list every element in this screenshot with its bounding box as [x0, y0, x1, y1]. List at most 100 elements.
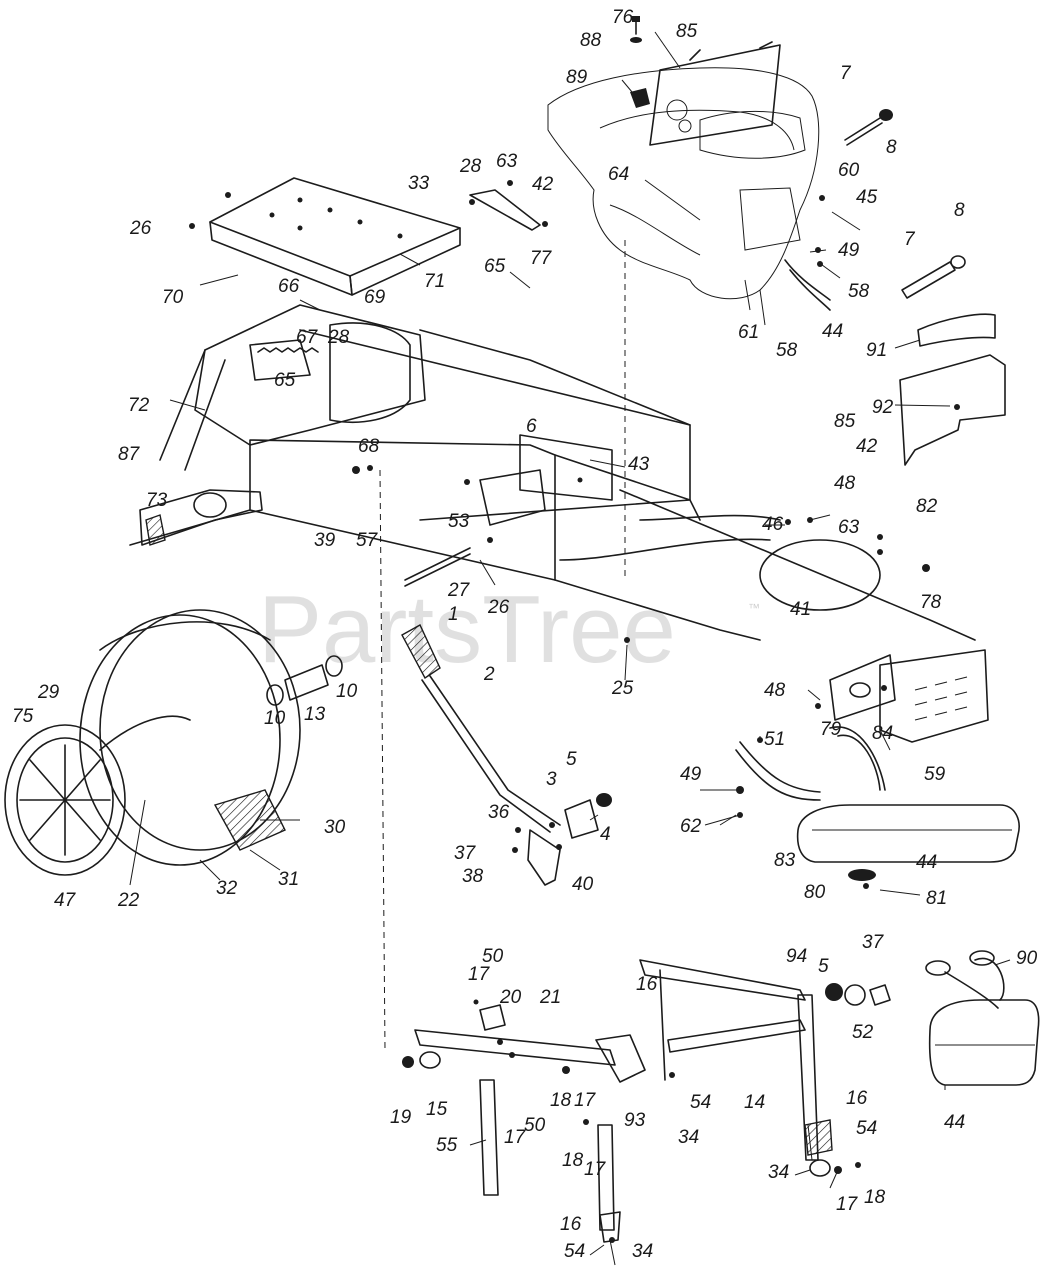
- muffler-44-lower: [928, 999, 1040, 1086]
- label-8: 8: [886, 137, 897, 158]
- label-16-b: 16: [846, 1088, 868, 1109]
- seat-pan-71: [209, 177, 461, 296]
- bushing-5: [596, 793, 612, 807]
- exhaust-pipe-84: [829, 726, 886, 791]
- label-7: 7: [840, 63, 852, 84]
- bracket-78: [829, 654, 896, 721]
- label-60: 60: [838, 160, 860, 181]
- lift-arm-55: [479, 1079, 499, 1196]
- label-14: 14: [744, 1092, 765, 1113]
- washer-88: [630, 37, 642, 43]
- label-42-b: 42: [856, 436, 878, 457]
- label-43: 43: [628, 454, 650, 475]
- label-81: 81: [926, 888, 947, 909]
- label-58-b: 58: [776, 340, 798, 361]
- label-40: 40: [572, 874, 594, 895]
- label-73: 73: [146, 490, 168, 511]
- label-26-b: 26: [487, 597, 510, 618]
- label-34-c: 34: [632, 1241, 653, 1262]
- label-50: 50: [482, 946, 504, 967]
- label-62: 62: [680, 816, 702, 837]
- rod-27: [404, 547, 471, 581]
- label-38: 38: [462, 866, 484, 887]
- label-48: 48: [834, 473, 856, 494]
- pivot-bracket-4: [564, 799, 599, 839]
- washer-10-b: [325, 655, 343, 677]
- bolt-37: [869, 984, 891, 1006]
- washer-10-a: [266, 684, 284, 706]
- label-21: 21: [539, 987, 561, 1008]
- label-18-c: 18: [864, 1187, 886, 1208]
- label-37-b: 37: [862, 932, 885, 953]
- bushing-13: [284, 664, 329, 701]
- label-67: 67: [296, 327, 319, 348]
- linkage-14: [639, 959, 833, 1177]
- plate-43: [519, 434, 613, 501]
- label-79: 79: [820, 719, 842, 740]
- label-49-b: 49: [680, 764, 702, 785]
- label-3: 3: [546, 769, 557, 790]
- label-16: 16: [636, 974, 658, 995]
- label-47: 47: [54, 890, 77, 911]
- spring-65: [257, 347, 319, 353]
- washer-52: [844, 984, 866, 1006]
- label-44-c: 44: [944, 1112, 965, 1133]
- label-85: 85: [676, 21, 698, 42]
- label-54-c: 54: [564, 1241, 585, 1262]
- label-77: 77: [530, 248, 553, 269]
- label-88: 88: [580, 30, 602, 51]
- label-17: 17: [468, 964, 491, 985]
- bracket-6: [479, 469, 546, 526]
- label-17-d: 17: [584, 1159, 607, 1180]
- label-58: 58: [848, 281, 870, 302]
- label-10: 10: [264, 708, 286, 729]
- label-63: 63: [496, 151, 518, 172]
- label-19: 19: [390, 1107, 412, 1128]
- exhaust-pipe-90: [944, 971, 999, 1009]
- label-66: 66: [278, 276, 300, 297]
- watermark: PartsTree: [258, 576, 676, 683]
- label-93: 93: [624, 1110, 646, 1131]
- cap-8-lower: [950, 255, 966, 269]
- label-27: 27: [447, 580, 471, 601]
- lever-65: [469, 189, 541, 231]
- label-18: 18: [550, 1090, 572, 1111]
- axle-housing: [139, 489, 263, 546]
- label-75: 75: [12, 706, 34, 727]
- label-16-c: 16: [560, 1214, 582, 1235]
- label-4: 4: [600, 824, 611, 845]
- heat-shield-85: [899, 354, 1006, 466]
- label-94: 94: [786, 946, 807, 967]
- label-48-b: 48: [764, 680, 786, 701]
- label-37: 37: [454, 843, 477, 864]
- flange-80: [848, 869, 876, 881]
- label-32: 32: [216, 878, 238, 899]
- label-34-b: 34: [768, 1162, 789, 1183]
- label-44-b: 44: [916, 852, 937, 873]
- label-26: 26: [129, 218, 152, 239]
- label-30: 30: [324, 817, 346, 838]
- rear-wheel-tire-30: [79, 609, 301, 866]
- label-39: 39: [314, 530, 336, 551]
- label-90: 90: [1016, 948, 1038, 969]
- clip-89: [630, 88, 650, 108]
- label-34: 34: [678, 1127, 699, 1148]
- label-13: 13: [304, 704, 326, 725]
- engine-cover-plate: [649, 44, 781, 146]
- label-54: 54: [690, 1092, 711, 1113]
- label-41: 41: [790, 599, 811, 620]
- pin-7-lower: [901, 261, 956, 299]
- label-10-b: 10: [336, 681, 358, 702]
- label-5: 5: [566, 749, 577, 770]
- label-92: 92: [872, 397, 894, 418]
- muffler-44-upper: [735, 741, 1020, 863]
- label-91: 91: [866, 340, 887, 361]
- label-2: 2: [483, 664, 495, 685]
- watermark-trademark: ™: [748, 601, 760, 615]
- bracket-93: [595, 1034, 646, 1083]
- label-65-b: 65: [274, 370, 296, 391]
- label-78: 78: [920, 592, 942, 613]
- label-15: 15: [426, 1099, 448, 1120]
